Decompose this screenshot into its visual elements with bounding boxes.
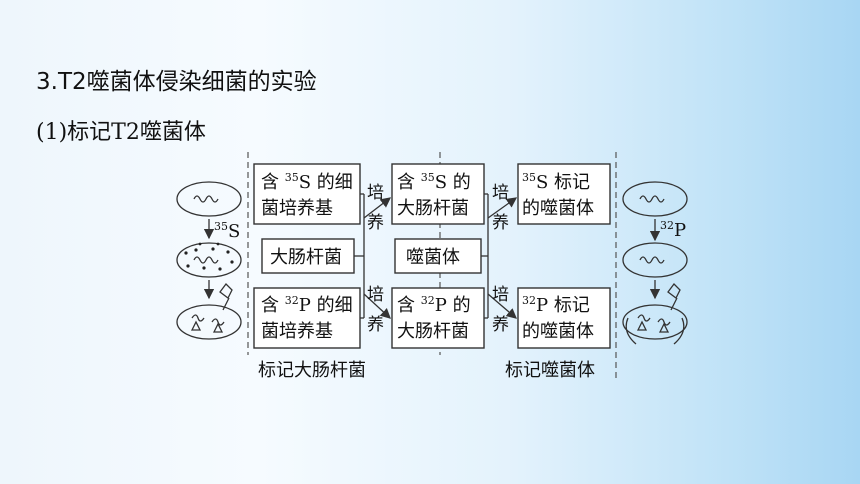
box-phage: [394, 238, 482, 274]
culture-top-char1: 培: [367, 183, 384, 203]
box-s-medium-line2: 菌培养基: [261, 198, 333, 219]
box-p-ecoli-line2: 大肠杆菌: [397, 321, 469, 342]
box-phage-label: 噬菌体: [406, 247, 460, 268]
culture-top2-char2: 养: [492, 213, 509, 233]
right-iso-label: 32P: [660, 219, 686, 241]
left-iso-label: 35S: [214, 220, 240, 242]
caption-left: 标记大肠杆菌: [258, 360, 366, 381]
culture-bottom2-char1: 培: [492, 285, 509, 305]
right-bacteria-illustration: [622, 181, 688, 345]
box-ecoli: [261, 238, 355, 274]
culture-bottom2-char2: 养: [492, 315, 509, 335]
culture-bottom-char1: 培: [367, 285, 384, 305]
box-p-ecoli-line1: 含 32P 的: [397, 294, 471, 316]
caption-right: 标记噬菌体: [505, 360, 595, 381]
box-p-medium: [253, 287, 361, 349]
box-p-phage-line1: 32P 标记: [522, 294, 590, 316]
box-s-ecoli-line1: 含 35S 的: [397, 171, 471, 193]
box-s-phage: [517, 163, 611, 225]
box-p-phage: [517, 287, 611, 349]
culture-top2-char1: 培: [492, 183, 509, 203]
left-bacteria-illustration: [176, 181, 242, 340]
culture-bottom-char2: 养: [367, 315, 384, 335]
heading: 3.T2噬菌体侵染细菌的实验: [36, 69, 317, 95]
box-s-ecoli-line2: 大肠杆菌: [397, 198, 469, 219]
box-p-medium-line1: 含 32P 的细: [261, 294, 353, 316]
box-p-medium-line2: 菌培养基: [261, 321, 333, 342]
box-s-phage-line1: 35S 标记: [522, 171, 590, 193]
box-p-phage-line2: 的噬菌体: [522, 321, 594, 342]
box-p-ecoli: [391, 287, 485, 349]
box-s-phage-line2: 的噬菌体: [522, 198, 594, 219]
subheading: (1)标记T2噬菌体: [36, 120, 206, 145]
box-ecoli-label: 大肠杆菌: [270, 247, 342, 268]
culture-top-char2: 养: [367, 213, 384, 233]
box-s-medium-line1: 含 35S 的细: [261, 171, 353, 193]
